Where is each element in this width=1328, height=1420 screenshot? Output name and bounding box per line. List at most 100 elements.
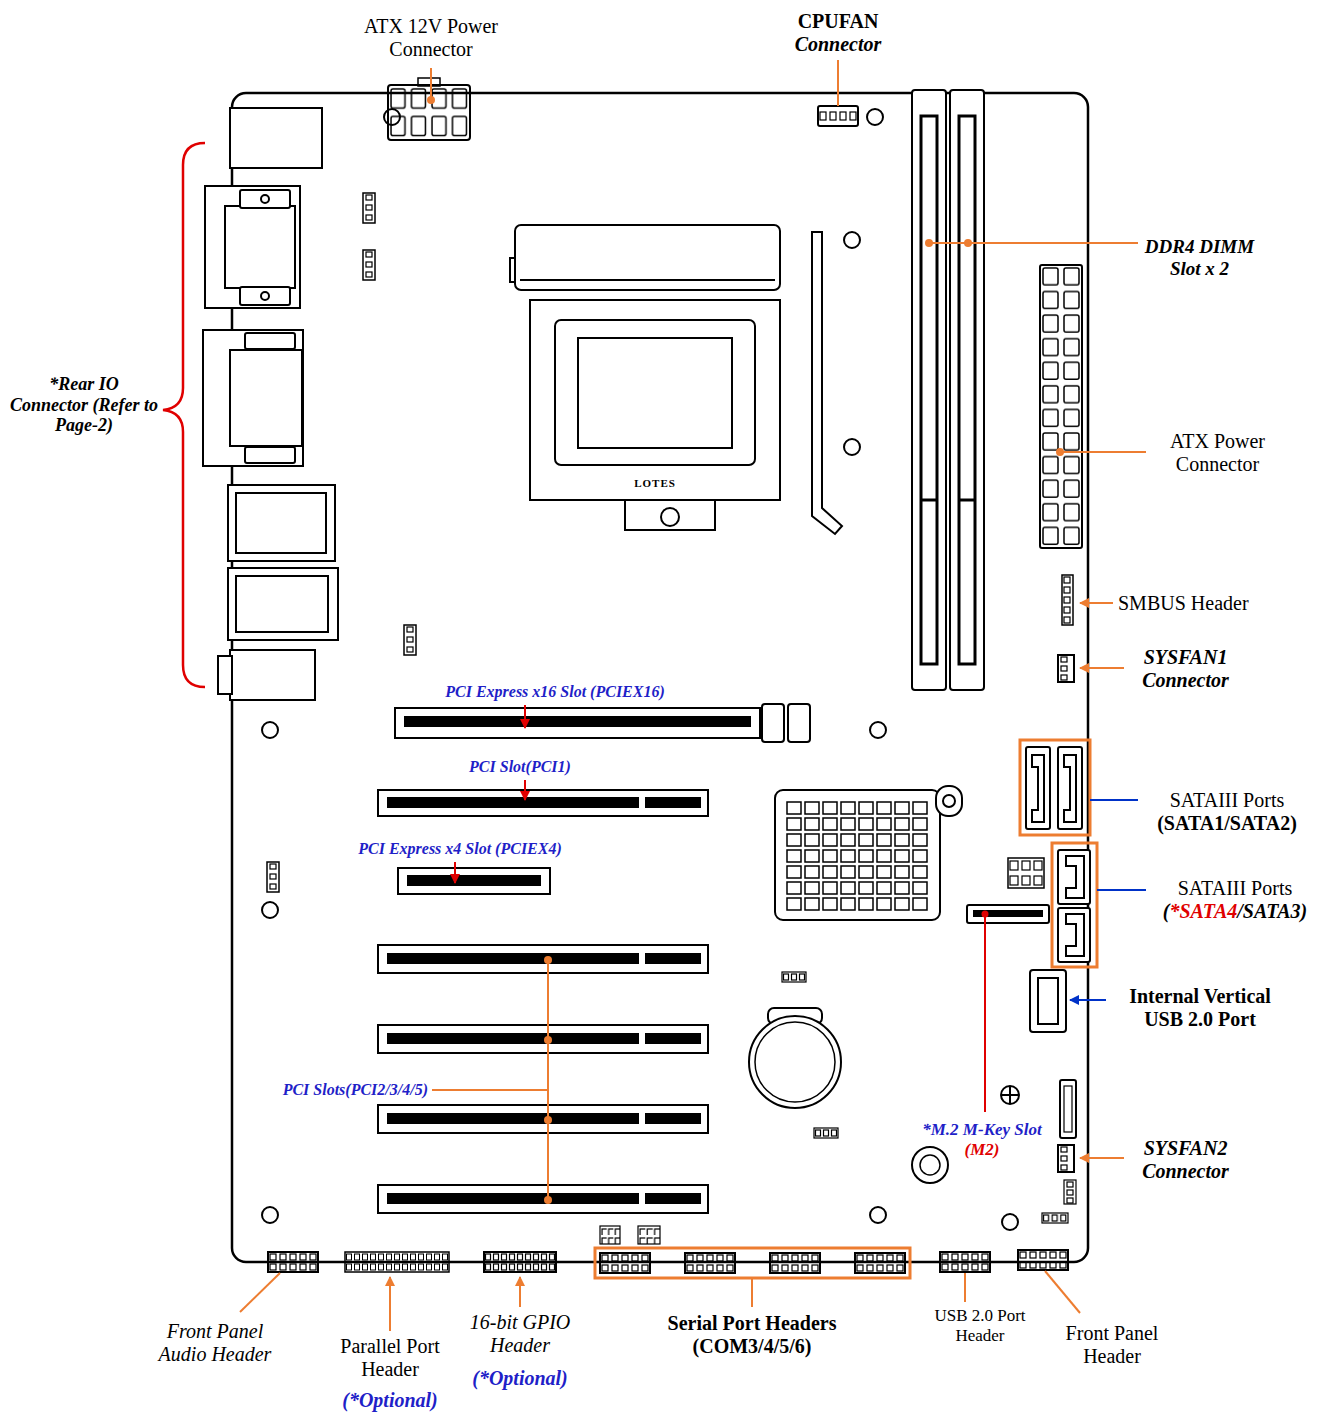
callout-label: Front Panel Header (1052, 1322, 1172, 1368)
slot-groove (646, 1114, 700, 1123)
dimm-groove (959, 116, 975, 664)
leader-dot (544, 956, 552, 964)
label-text: ( (1163, 900, 1170, 922)
jumper (600, 1226, 620, 1244)
label-text: Front Panel Header (1066, 1322, 1159, 1367)
callout-label: *M.2 M-Key Slot(M2) (922, 1120, 1041, 1159)
leader-line (1090, 799, 1138, 801)
label-line: DDR4 DIMM Slot x 2 (1142, 236, 1257, 280)
pin-header (363, 250, 375, 280)
label-line: PCI Express x4 Slot (PCIEX4) (358, 840, 562, 858)
leader-arrow (524, 705, 526, 728)
usb-tongue (1038, 978, 1058, 1024)
dimm-key (959, 499, 975, 502)
callout-label: Front Panel Audio Header (145, 1320, 285, 1366)
leader-line (1045, 1271, 1080, 1313)
label-text: CPUFAN (798, 10, 879, 32)
cpu-socket (510, 225, 842, 534)
label-text: PCI Slot(PCI1) (469, 758, 571, 775)
heatsink-tab (936, 786, 962, 816)
leader-dot (544, 1116, 552, 1124)
leader-dot (427, 96, 435, 104)
leader-line (964, 1273, 966, 1302)
label-line: SATAIII Ports (1142, 789, 1312, 812)
callout-label: (*Optional) (342, 1389, 438, 1412)
battery-rim (755, 1022, 835, 1102)
slot-groove (388, 954, 638, 963)
sata-port (1058, 747, 1082, 829)
label-text: *SATA4 (1169, 900, 1237, 922)
callout-label: LOTES (634, 473, 676, 491)
screw (261, 195, 269, 203)
callout-label: PCI Slots(PCI2/3/4/5) (283, 1081, 428, 1099)
label-line: (*Optional) (342, 1389, 438, 1412)
callout-label: 16-bit GPIO Header (455, 1311, 585, 1357)
leader-dot (982, 911, 989, 918)
dimm-slot (950, 90, 984, 690)
slot-groove (646, 954, 700, 963)
leader-line (751, 1278, 753, 1307)
label-text: 16-bit GPIO Header (470, 1311, 571, 1356)
leader-line (432, 1089, 548, 1091)
highlight-box (1052, 843, 1097, 967)
vga-shell (225, 206, 295, 288)
label-line: *M.2 M-Key Slot (922, 1120, 1041, 1140)
callout-label: CPUFANConnector (795, 10, 882, 56)
sata-key (1066, 856, 1084, 898)
mounting-hole (870, 1207, 886, 1223)
slot-groove (388, 1034, 638, 1043)
mounting-hole (262, 902, 278, 918)
sata-key (1032, 755, 1044, 822)
label-line: 16-bit GPIO Header (455, 1311, 585, 1357)
screw-block (245, 333, 295, 349)
slot-groove (388, 798, 638, 807)
label-text: Front Panel Audio Header (159, 1320, 272, 1365)
screw-cross (1009, 1086, 1011, 1104)
label-text: Serial Port Headers (COM3/4/5/6) (668, 1312, 837, 1357)
buzzer (912, 1147, 948, 1183)
label-text: ATX 12V Power Connector (364, 15, 498, 60)
socket-body (530, 300, 780, 500)
label-text: PCI Express x4 Slot (PCIEX4) (358, 840, 562, 857)
callout-label: SATAIII Ports(*SATA4/SATA3) (1150, 877, 1320, 923)
vga-connector (205, 186, 300, 308)
label-line: SYSFAN1 Connector (1128, 646, 1243, 692)
callout-label: DDR4 DIMM Slot x 2 (1142, 236, 1257, 280)
mounting-hole (844, 439, 860, 455)
pci-slot (378, 790, 708, 816)
label-text: SYSFAN1 Connector (1142, 646, 1229, 691)
serial-header (855, 1253, 905, 1273)
socket-contact-area (578, 338, 732, 448)
lan-connector (228, 485, 335, 561)
heatsink-pin (943, 795, 955, 807)
callout-label: *Rear IO Connector (Refer to Page-2) (10, 374, 158, 436)
label-line: *Rear IO Connector (Refer to Page-2) (10, 374, 158, 436)
label-text: LOTES (634, 477, 676, 489)
pin-header (363, 193, 375, 223)
label-line: PCI Express x16 Slot (PCIEX16) (445, 683, 665, 701)
label-text: *Rear IO Connector (Refer to Page-2) (10, 374, 158, 435)
serial-header (600, 1253, 650, 1273)
pci-slot (378, 945, 708, 973)
sata-port (1026, 747, 1050, 829)
front-panel-header (1018, 1250, 1068, 1270)
leader-dot (544, 1196, 552, 1204)
leader-line (837, 60, 839, 106)
dvi-connector (203, 330, 303, 466)
label-text: SMBUS Header (1118, 592, 1249, 614)
leader-arrow (519, 1277, 521, 1307)
label-line: SYSFAN2 Connector (1128, 1137, 1243, 1183)
label-text: Internal Vertical USB 2.0 Port (1129, 985, 1271, 1030)
callout-label: ATX Power Connector (1150, 430, 1285, 476)
label-line: PCI Slots(PCI2/3/4/5) (283, 1081, 428, 1099)
label-text: SYSFAN2 Connector (1142, 1137, 1229, 1182)
chipset-heatsink (775, 790, 940, 920)
callout-label: (*Optional) (472, 1367, 568, 1390)
m2-groove (973, 910, 1043, 917)
sata-ports (1026, 747, 1090, 962)
dimm-groove (921, 116, 937, 664)
rear-io (203, 108, 338, 700)
slot-groove (646, 1034, 700, 1043)
ffc-contacts (1064, 1086, 1072, 1132)
leader-lines (240, 60, 1146, 1331)
